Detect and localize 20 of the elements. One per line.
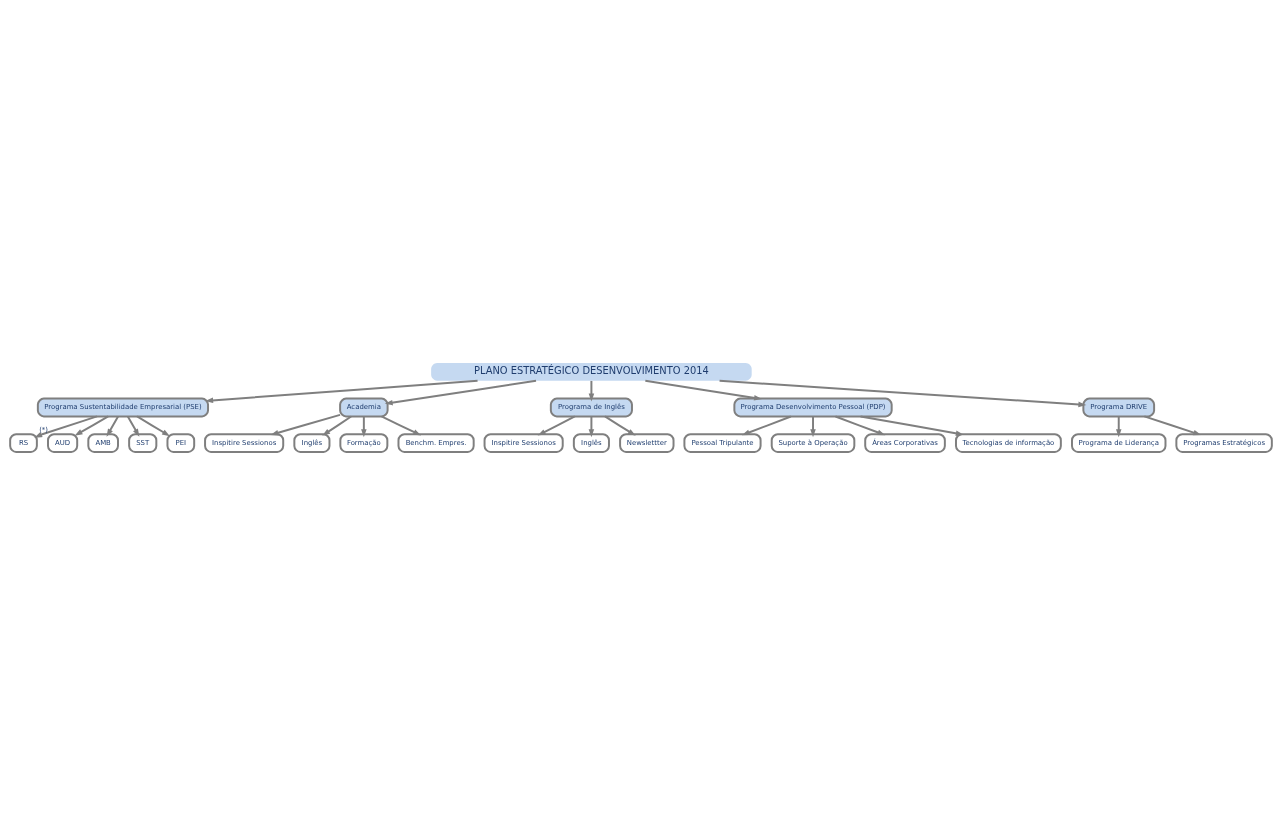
arrow [322,414,353,436]
arrow [34,414,98,438]
arrow [270,413,342,435]
arrow [603,414,636,436]
arrow [537,414,576,435]
node-box: PLANO ESTRATÉGICO DESENVOLVIMENTO 2014 [431,362,752,381]
arrow [106,415,120,437]
arrow [1143,414,1202,435]
arrow [859,414,964,436]
arrow [74,414,110,436]
arrow [384,379,537,405]
arrow [644,379,762,401]
arrow [205,379,479,403]
arrow [588,379,595,402]
arrow [718,379,1087,407]
arrow [741,414,792,435]
arrow [126,415,140,437]
arrow [380,414,422,435]
arrow [136,414,170,436]
arrow [834,414,886,435]
